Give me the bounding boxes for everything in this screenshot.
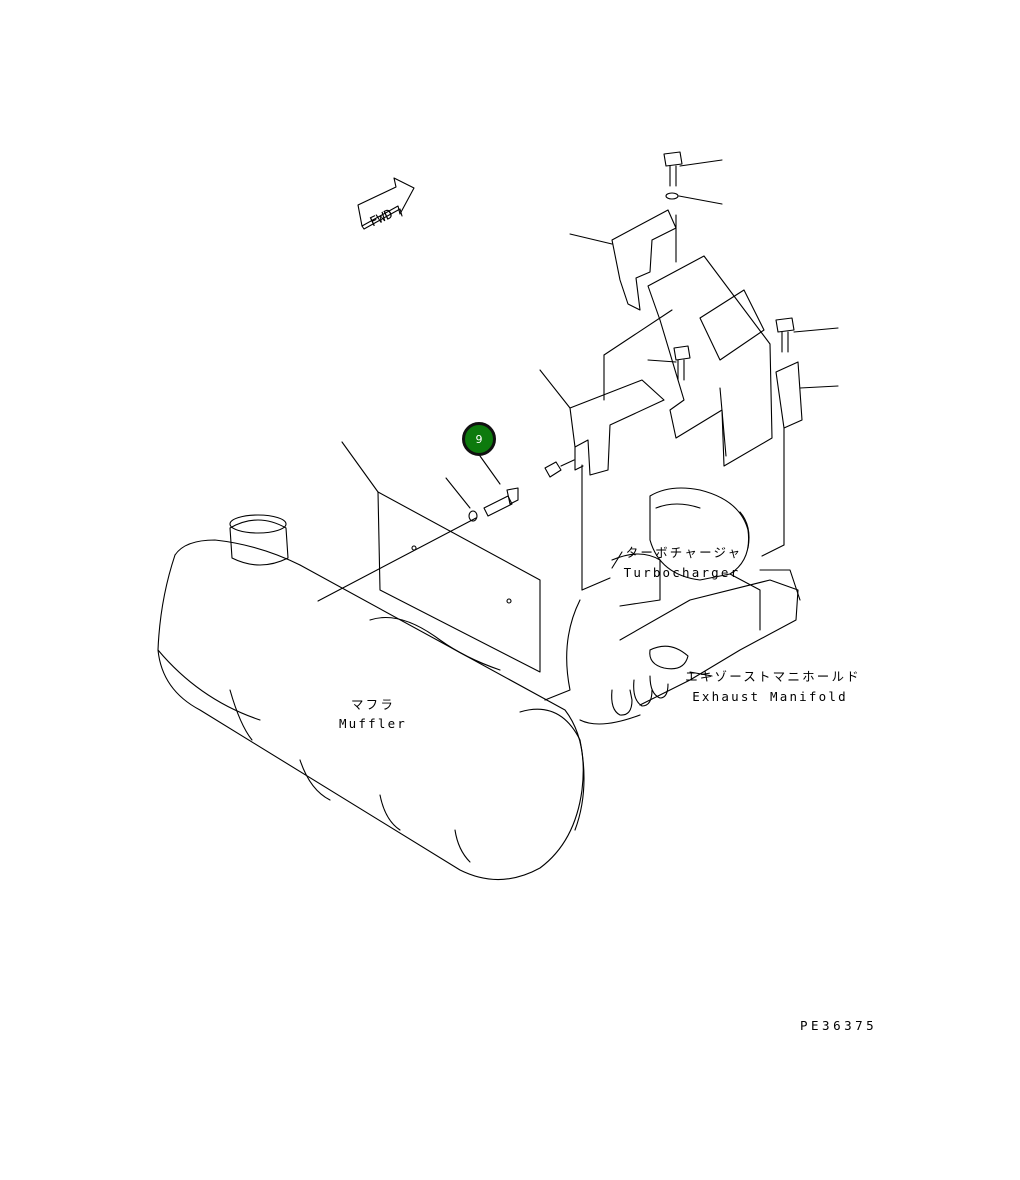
side-bracket: [762, 362, 838, 556]
bolt-and-washer: [446, 456, 518, 521]
lower-bracket: [540, 310, 672, 590]
bolts-hardware: [648, 152, 838, 380]
fwd-arrow-icon: FWD: [358, 178, 414, 230]
exhaust-manifold: [580, 570, 800, 724]
upper-bracket: [570, 210, 676, 310]
manifold-label-jp: エキゾーストマニホールド: [685, 669, 861, 684]
heat-cover: [648, 215, 772, 466]
muffler-label-en: Muffler: [338, 716, 408, 731]
muffler-label-jp: マフラ: [350, 697, 396, 712]
turbocharger-label-en: Turbocharger: [623, 565, 741, 580]
callout-9[interactable]: 9: [462, 422, 496, 456]
svg-text:FWD: FWD: [368, 207, 396, 231]
turbocharger: [545, 488, 760, 700]
turbocharger-label-jp: ターボチャージャ: [625, 545, 743, 560]
label-leaders: [612, 552, 712, 676]
manifold-label-en: Exhaust Manifold: [692, 689, 848, 704]
drawing-number: PE36375: [800, 1018, 878, 1033]
heat-shield-plate: [318, 442, 540, 672]
muffler: [158, 515, 584, 880]
